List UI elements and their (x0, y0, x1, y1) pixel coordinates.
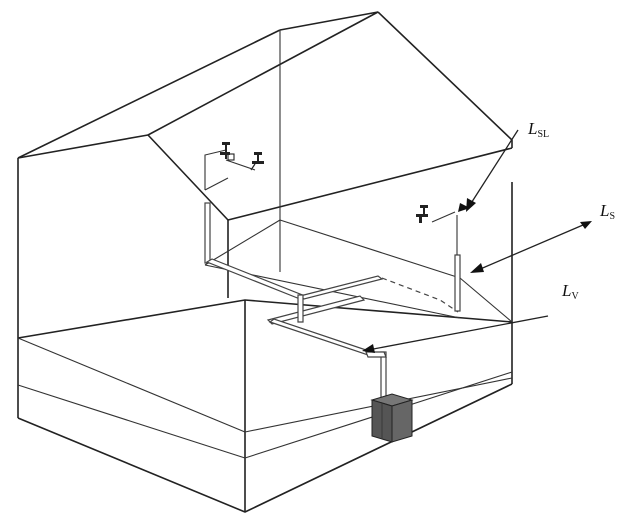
upper-floor-right-edge (459, 277, 513, 323)
upper-floor-right (279, 219, 461, 279)
lsl-leader (467, 129, 519, 209)
heater-side (391, 399, 413, 443)
left-fixture-group (204, 142, 264, 191)
main-trunk-pipe (266, 295, 366, 325)
floor-left (17, 299, 513, 339)
floor-left-lower (17, 337, 246, 433)
front-gable-left (17, 134, 229, 221)
right-fixture-line (431, 211, 456, 223)
lv-leader (367, 315, 549, 351)
ls-arrowhead (470, 263, 484, 273)
basement-floor-left (17, 384, 246, 459)
gable-top (279, 11, 379, 31)
right-riser-pipe (454, 254, 461, 312)
right-fixture-marker (458, 203, 470, 212)
label-ls: LS (599, 201, 615, 222)
gable-right-eave (17, 29, 281, 159)
branch-dashed (381, 277, 459, 313)
label-lsl: LSL (527, 119, 549, 140)
trunk-to-heater-pipe (268, 318, 374, 356)
upper-floor-left (204, 219, 281, 266)
lv-arrowhead (362, 344, 375, 353)
pipework (204, 202, 461, 399)
base-front (17, 383, 513, 513)
upper-horizontal-pipe (205, 258, 307, 300)
faucet-icon (416, 205, 428, 223)
ls-arrowhead-far (580, 221, 592, 229)
leader-lines (362, 129, 592, 353)
faucet-icon (250, 152, 264, 171)
faucet-icon (220, 142, 235, 161)
left-riser-pipe (204, 202, 211, 264)
fixture-bracket-arm (204, 177, 229, 191)
label-lv: LV (561, 281, 579, 302)
lsl-arrowhead (466, 198, 476, 212)
roof-ridge (147, 11, 379, 136)
trunk-vertical-link (297, 294, 304, 323)
heater-drop-pipe (380, 351, 387, 399)
fixture-connector (225, 159, 256, 171)
fixture-bracket (204, 149, 227, 190)
heater-elbow (365, 351, 387, 358)
water-heater-icon (370, 393, 414, 443)
ls-leader (477, 221, 591, 271)
roof-right-slope (377, 11, 513, 148)
house-outline (17, 11, 513, 513)
right-fixture-group (416, 203, 470, 255)
side-eave (227, 147, 513, 221)
